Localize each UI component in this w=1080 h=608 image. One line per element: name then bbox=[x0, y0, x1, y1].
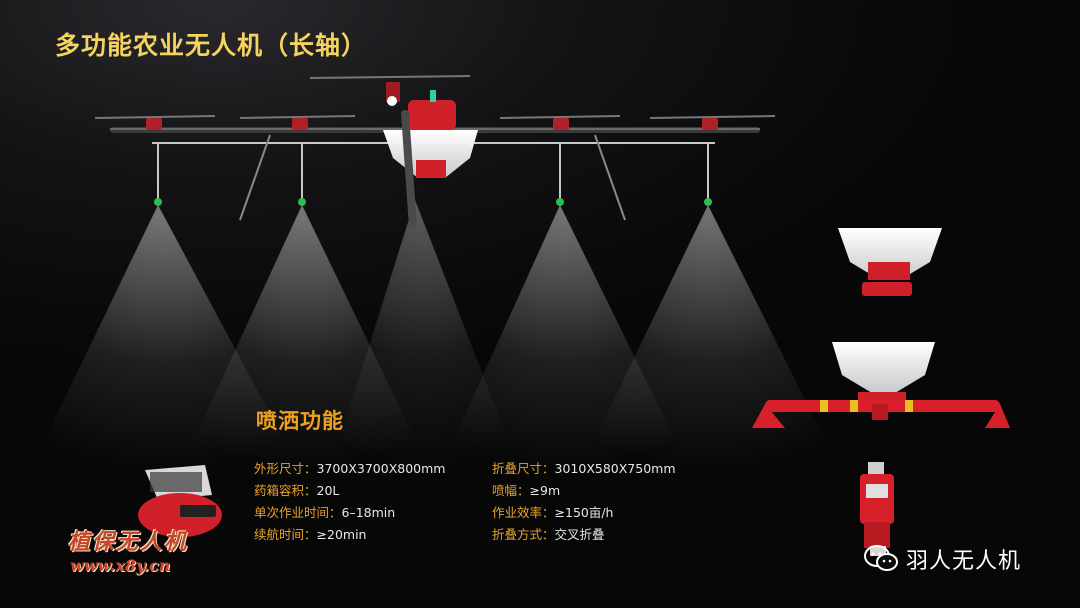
spec-row: 单次作业时间：6–18min bbox=[254, 502, 445, 524]
section-title: 喷洒功能 bbox=[256, 409, 344, 433]
watermark-name: 植保无人机 bbox=[68, 529, 189, 555]
brand-name: 羽人无人机 bbox=[906, 549, 1022, 574]
drone-frame bbox=[94, 75, 776, 228]
spec-row: 作业效率：≥150亩/h bbox=[492, 502, 676, 524]
wechat-icon bbox=[864, 545, 898, 571]
spec-label: 折叠尺寸： bbox=[492, 461, 555, 476]
spec-list-right: 折叠尺寸：3010X580X750mm 喷幅：≥9m 作业效率：≥150亩/h … bbox=[492, 458, 676, 546]
spec-label: 单次作业时间： bbox=[254, 505, 342, 520]
spec-label: 外形尺寸： bbox=[254, 461, 317, 476]
spec-label: 药箱容积： bbox=[254, 483, 317, 498]
spec-row: 续航时间：≥20min bbox=[254, 524, 445, 546]
spec-value: 3700X3700X800mm bbox=[316, 461, 446, 476]
spec-label: 作业效率： bbox=[492, 505, 555, 520]
spec-row: 药箱容积：20L bbox=[254, 480, 445, 502]
spec-list-left: 外形尺寸：3700X3700X800mm 药箱容积：20L 单次作业时间：6–1… bbox=[254, 458, 445, 546]
sprayer-module bbox=[752, 342, 1010, 428]
spec-value: 3010X580X750mm bbox=[554, 461, 676, 476]
spec-value: ≥9m bbox=[529, 483, 561, 498]
spec-row: 折叠尺寸：3010X580X750mm bbox=[492, 458, 676, 480]
spreader-module bbox=[838, 228, 942, 296]
page-title: 多功能农业无人机（长轴） bbox=[55, 31, 368, 60]
spec-value: 20L bbox=[316, 483, 340, 498]
spec-label: 续航时间： bbox=[254, 527, 317, 542]
spec-value: 交叉折叠 bbox=[554, 527, 605, 542]
spec-row: 喷幅：≥9m bbox=[492, 480, 676, 502]
spec-value: ≥20min bbox=[316, 527, 367, 542]
brand-badge: 羽人无人机 bbox=[864, 543, 1021, 575]
spec-row: 折叠方式：交叉折叠 bbox=[492, 524, 676, 546]
seeder-module bbox=[860, 462, 894, 556]
spec-row: 外形尺寸：3700X3700X800mm bbox=[254, 458, 445, 480]
spec-label: 折叠方式： bbox=[492, 527, 555, 542]
spec-value: ≥150亩/h bbox=[554, 505, 614, 520]
spec-label: 喷幅： bbox=[492, 483, 530, 498]
tank-device bbox=[138, 465, 222, 537]
spec-value: 6–18min bbox=[341, 505, 396, 520]
spray-plumes bbox=[30, 200, 840, 470]
watermark-url: www.x8y.cn bbox=[70, 556, 171, 575]
